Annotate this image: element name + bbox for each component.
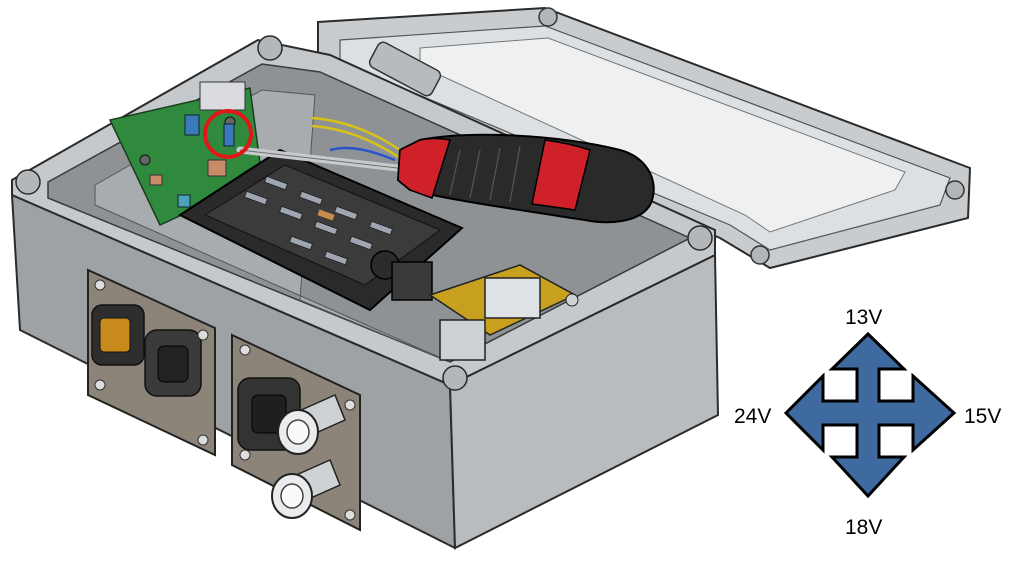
cable-gland-upper: [277, 393, 346, 455]
label-down: 18V: [845, 516, 883, 539]
highlight-circle: [203, 109, 253, 159]
din-rail-components: [428, 264, 579, 361]
cable-gland-lower: [271, 458, 341, 519]
power-supply-module: [177, 148, 464, 312]
label-right: 15V: [964, 405, 1002, 428]
label-left: 24V: [734, 405, 772, 428]
label-up: 13V: [845, 306, 883, 329]
enclosure-lid: [317, 6, 972, 270]
screwdriver: [236, 133, 655, 224]
four-way-arrow-icon: [783, 331, 957, 499]
connector-panel-left: [87, 268, 216, 457]
wires: [311, 116, 401, 162]
